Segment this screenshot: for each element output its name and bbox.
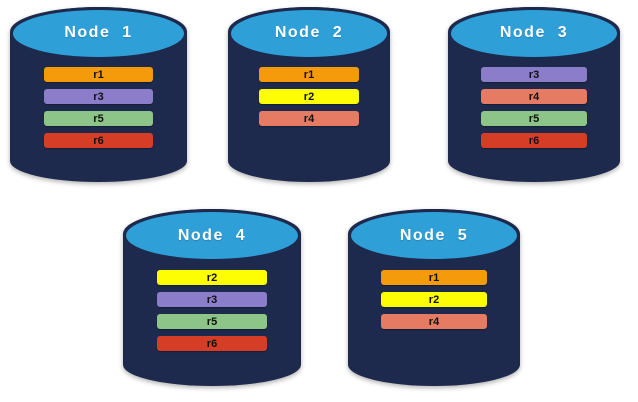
shard-bar[interactable]: r1 (381, 270, 487, 285)
shard-list: r3 r4 r5 r6 (481, 67, 587, 148)
shard-bar[interactable]: r5 (481, 111, 587, 126)
database-node-2[interactable]: Node 2 r1 r2 r4 (228, 7, 390, 182)
shard-bar[interactable]: r6 (157, 336, 267, 351)
shard-list: r1 r2 r4 (259, 67, 359, 126)
shard-bar[interactable]: r4 (381, 314, 487, 329)
shard-bar[interactable]: r2 (259, 89, 359, 104)
database-node-3[interactable]: Node 3 r3 r4 r5 r6 (448, 7, 620, 182)
shard-bar[interactable]: r1 (259, 67, 359, 82)
node-label: Node 3 (499, 24, 569, 42)
database-node-1[interactable]: Node 1 r1 r3 r5 r6 (10, 7, 187, 182)
shard-bar[interactable]: r5 (157, 314, 267, 329)
shard-bar[interactable]: r1 (44, 67, 153, 82)
shard-bar[interactable]: r6 (481, 133, 587, 148)
shard-bar[interactable]: r2 (157, 270, 267, 285)
node-label: Node 5 (399, 226, 469, 244)
node-label: Node 2 (274, 24, 344, 42)
shard-list: r1 r2 r4 (381, 270, 487, 329)
node-label: Node 4 (177, 226, 247, 244)
shard-bar[interactable]: r2 (381, 292, 487, 307)
cylinder-top-icon (123, 209, 301, 263)
shard-list: r2 r3 r5 r6 (157, 270, 267, 351)
shard-bar[interactable]: r3 (44, 89, 153, 104)
shard-bar[interactable]: r4 (259, 111, 359, 126)
shard-bar[interactable]: r3 (157, 292, 267, 307)
shard-list: r1 r3 r5 r6 (44, 67, 153, 148)
cylinder-top-icon (10, 7, 187, 60)
database-node-4[interactable]: Node 4 r2 r3 r5 r6 (123, 209, 301, 386)
shard-bar[interactable]: r4 (481, 89, 587, 104)
database-node-5[interactable]: Node 5 r1 r2 r4 (348, 209, 520, 386)
node-label: Node 1 (64, 24, 133, 42)
cylinder-top-icon (228, 7, 390, 60)
shard-bar[interactable]: r5 (44, 111, 153, 126)
shard-bar[interactable]: r6 (44, 133, 153, 148)
cylinder-top-icon (348, 209, 520, 263)
cylinder-top-icon (448, 7, 620, 60)
shard-bar[interactable]: r3 (481, 67, 587, 82)
